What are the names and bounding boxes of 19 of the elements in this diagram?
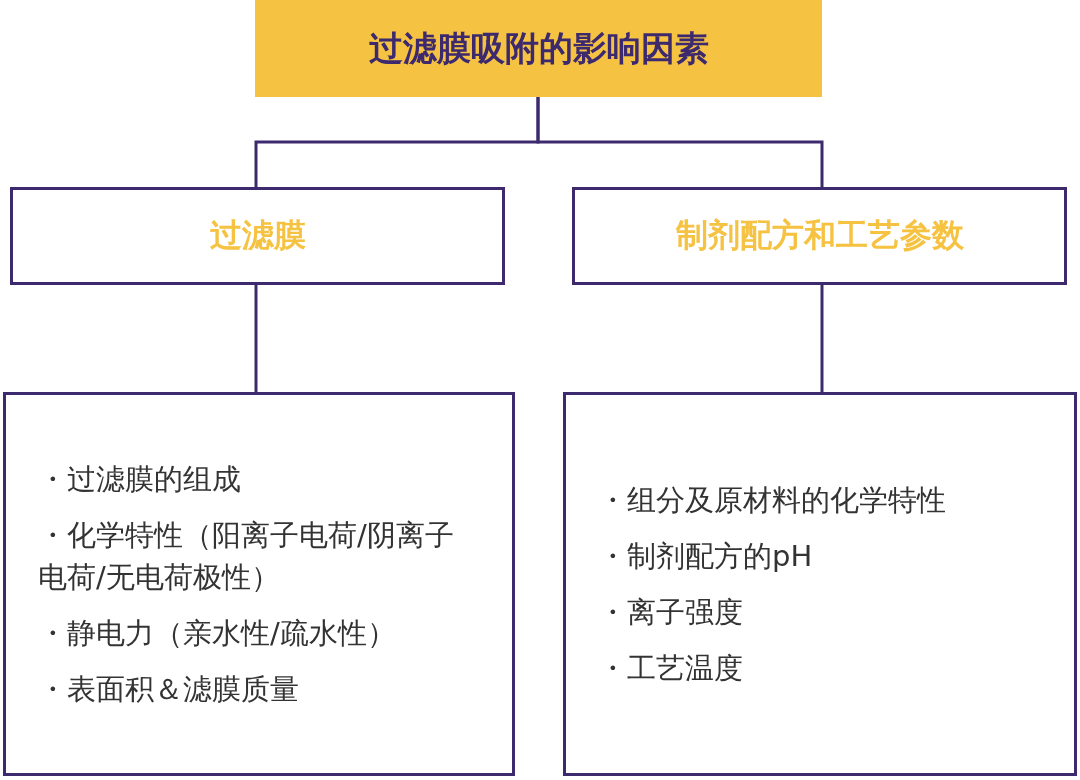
category-box [572,187,1067,285]
list-box [563,392,1077,776]
category-box [10,187,505,285]
list-item: ・工艺温度 [598,650,743,688]
category-text: 过滤膜 [209,215,306,256]
title-text: 过滤膜吸附的影响因素 [368,26,709,70]
connector-line [254,285,258,392]
list-item: ・制剂配方的pH [598,537,813,575]
list-item: ・组分及原材料的化学特性 [598,481,946,519]
connector-line [536,97,824,187]
list-item: ・过滤膜的组成 [38,460,241,498]
list-item: ・表面积＆滤膜质量 [38,671,299,709]
category-text: 制剂配方和工艺参数 [675,215,964,256]
list-item: ・离子强度 [598,594,743,631]
list-item: ・静电力（亲水性/疏水性） [38,615,396,652]
list-box [3,392,515,776]
title-box [255,0,822,97]
list-item: ・化学特性（阳离子电荷/阴离子电荷/无电荷极性） [38,516,455,596]
connector-line [820,285,824,392]
